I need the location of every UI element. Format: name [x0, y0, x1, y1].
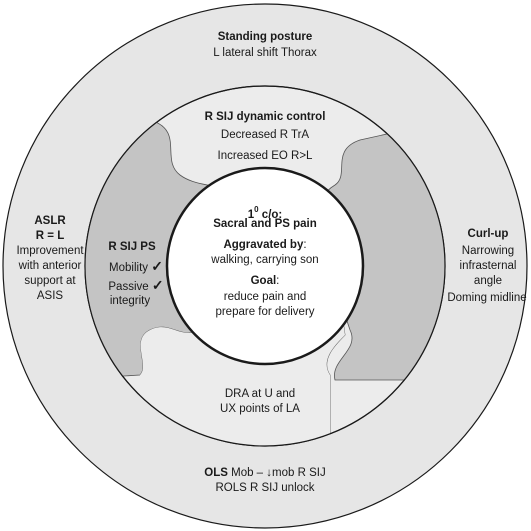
outer-bottom-title: OLS — [204, 467, 228, 479]
outer-right-line4: Doming midline — [447, 292, 527, 304]
outer-bottom-line1-pre: Mob – — [227, 467, 267, 479]
center-goal-line1: reduce pain and — [223, 291, 307, 303]
outer-right-line3: angle — [473, 275, 503, 287]
outer-left-line4: ASIS — [36, 290, 64, 302]
inner-bottom-line1: DRA at U and — [224, 388, 296, 400]
inner-top-title: R SIJ dynamic control — [204, 111, 326, 123]
center-circle — [165, 166, 365, 366]
inner-left-line1: Mobility ✓ — [106, 259, 166, 276]
inner-bottom-line2: UX points of LA — [220, 403, 300, 415]
outer-bottom-line2: ROLS R SIJ unlock — [215, 482, 315, 494]
outer-bottom-line1: OLS Mob – ↓mob R SIJ — [150, 466, 380, 481]
inner-left-line2: Passive ✓ — [106, 278, 166, 295]
center-goal-title: Goal: — [250, 275, 280, 287]
center-aggravated-title: Aggravated by: — [223, 239, 307, 251]
outer-right-line2: infrasternal — [459, 260, 517, 272]
center-complaint-detail: Sacral and PS pain — [213, 218, 317, 230]
inner-left-title: R SIJ PS — [108, 241, 156, 253]
mobility-label: Mobility — [109, 262, 149, 274]
check-mark-icon: ✓ — [151, 277, 164, 293]
outer-right-title: Curl-up — [467, 228, 509, 240]
passive-label: Passive — [108, 281, 149, 293]
outer-left-title2: R = L — [35, 230, 65, 242]
inner-top-line1: Decreased R TrA — [220, 129, 310, 141]
center-aggravated-detail: walking, carrying son — [211, 254, 319, 266]
check-mark-icon: ✓ — [151, 258, 163, 274]
down-arrow-icon: ↓ — [266, 467, 273, 479]
outer-top-title: Standing posture — [217, 31, 313, 43]
center-complaint-title: 10 c/o: — [247, 205, 283, 221]
outer-left-title1: ASLR — [34, 215, 66, 227]
outer-left-line2: with anterior — [18, 260, 82, 272]
center-goal-line2: prepare for delivery — [215, 306, 315, 318]
outer-bottom-line1-post: mob R SIJ — [272, 467, 326, 479]
outer-top-line1: L lateral shift Thorax — [213, 47, 317, 59]
outer-right-line1: Narrowing — [461, 245, 515, 257]
outer-left-line1: Improvement — [16, 245, 84, 257]
inner-left-line3: integrity — [109, 295, 151, 307]
inner-top-line2: Increased EO R>L — [217, 150, 313, 162]
outer-left-line3: support at — [24, 275, 76, 287]
